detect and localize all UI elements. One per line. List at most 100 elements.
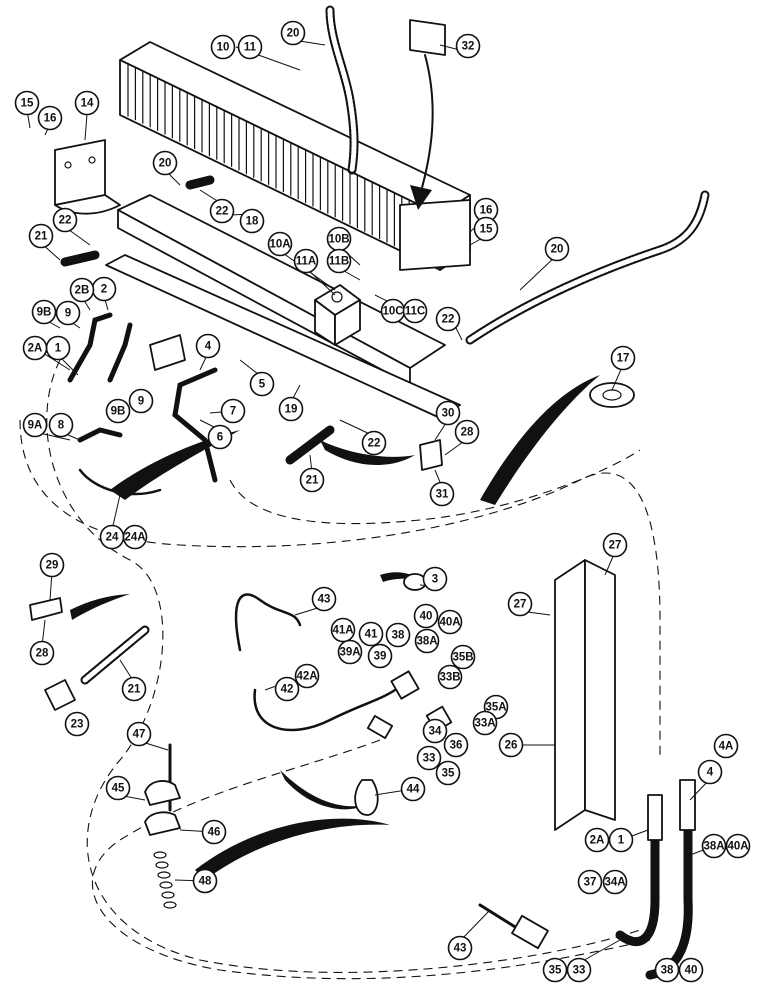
callout-text: 19 <box>285 404 298 416</box>
callout-text: 45 <box>112 783 125 795</box>
callout-circle <box>280 20 306 46</box>
callout-circle <box>416 745 442 771</box>
callout-circle <box>544 236 570 262</box>
callout-circle <box>278 396 304 422</box>
callout-circle <box>207 424 233 450</box>
callout-circle <box>294 663 320 689</box>
callout-text: 14 <box>81 98 94 110</box>
callout-text: 20 <box>287 28 300 40</box>
callout-circle <box>22 412 48 438</box>
callout-text: 40A <box>727 841 748 853</box>
callout-17: 17 <box>610 345 636 371</box>
callout-circle <box>192 868 218 894</box>
harness-43-upper <box>234 593 302 652</box>
callout-text: 11C <box>405 306 425 318</box>
washer <box>161 891 175 899</box>
callout-text: 35 <box>442 768 455 780</box>
callout-text: 38 <box>392 630 405 642</box>
callout-circle <box>237 34 263 60</box>
arrow-6 <box>280 770 365 810</box>
callout-32: 32 <box>455 33 481 59</box>
callout-45: 45 <box>105 775 131 801</box>
callout-circle <box>37 105 63 131</box>
callout-text: 20 <box>551 244 564 256</box>
arrow-5 <box>70 594 130 620</box>
washer <box>157 871 171 879</box>
callout-circle <box>105 398 131 424</box>
callout-text: 17 <box>617 353 630 365</box>
callout-text: 34A <box>604 877 625 889</box>
callout-text: 9 <box>138 396 144 408</box>
callout-24: 24 <box>99 524 125 550</box>
callout-circle <box>413 603 439 629</box>
callout-circle <box>326 248 352 274</box>
callout-11: 11 <box>237 34 263 60</box>
leader-line <box>578 939 621 964</box>
callout-38A: 38A <box>701 833 727 859</box>
callout-16: 16 <box>37 105 63 131</box>
callout-circle <box>121 676 147 702</box>
callout-9: 9 <box>128 388 154 414</box>
callout-36: 36 <box>443 732 469 758</box>
callout-text: 38A <box>703 841 724 853</box>
arrow-3 <box>320 440 415 466</box>
routing-line-a <box>19 419 661 760</box>
grommet-17 <box>589 382 635 408</box>
callout-4A: 4A <box>713 733 739 759</box>
callout-circle <box>577 869 603 895</box>
callout-circle <box>311 586 337 612</box>
callout-text: 18 <box>246 216 259 228</box>
clip-28-right <box>419 439 443 471</box>
callout-circle <box>209 198 235 224</box>
washer <box>163 901 177 909</box>
grommet-3 <box>403 573 427 591</box>
callout-text: 35A <box>485 702 506 714</box>
leader-line <box>519 254 558 291</box>
callout-circle <box>74 90 100 116</box>
callout-24A: 24A <box>122 524 148 550</box>
valve-block <box>314 284 361 346</box>
callout-5: 5 <box>249 371 275 397</box>
callout-43: 43 <box>311 586 337 612</box>
washer <box>159 881 173 889</box>
callout-text: 40 <box>420 611 433 623</box>
connector-43 <box>511 914 549 950</box>
callout-circle <box>455 33 481 59</box>
callout-9B: 9B <box>31 299 57 325</box>
callout-circle <box>337 639 363 665</box>
callout-8: 8 <box>48 412 74 438</box>
callout-text: 10 <box>217 42 230 54</box>
callout-10A: 10A <box>267 231 293 257</box>
callout-text: 16 <box>480 205 493 217</box>
callout-9: 9 <box>55 300 81 326</box>
connector-34 <box>366 715 394 739</box>
callout-circle <box>239 208 265 234</box>
callout-text: 32 <box>462 41 475 53</box>
callout-text: 10C <box>382 306 403 318</box>
callout-text: 24A <box>124 532 145 544</box>
callout-circle <box>28 223 54 249</box>
callout-text: 29 <box>46 560 59 572</box>
harness-43-lower <box>478 903 522 932</box>
callout-circle <box>267 231 293 257</box>
callout-circle <box>697 759 723 785</box>
callout-text: 40 <box>685 965 698 977</box>
callout-42A: 42A <box>294 663 320 689</box>
sleeve-23 <box>44 679 76 711</box>
callout-text: 20 <box>159 158 172 170</box>
callout-11A: 11A <box>293 248 319 274</box>
callout-circle <box>299 467 325 493</box>
callout-circle <box>39 552 65 578</box>
callout-28: 28 <box>29 640 55 666</box>
callout-circle <box>602 869 628 895</box>
callout-circle <box>195 333 221 359</box>
callout-text: 43 <box>318 594 331 606</box>
callout-38A: 38A <box>414 628 440 654</box>
callout-circle <box>128 388 154 414</box>
duct-21-upper <box>60 250 100 267</box>
callout-text: 1 <box>55 343 62 355</box>
callout-text: 41A <box>332 625 353 637</box>
callout-text: 9 <box>65 308 71 320</box>
hose-33-35 <box>615 815 660 947</box>
callout-44: 44 <box>400 776 426 802</box>
